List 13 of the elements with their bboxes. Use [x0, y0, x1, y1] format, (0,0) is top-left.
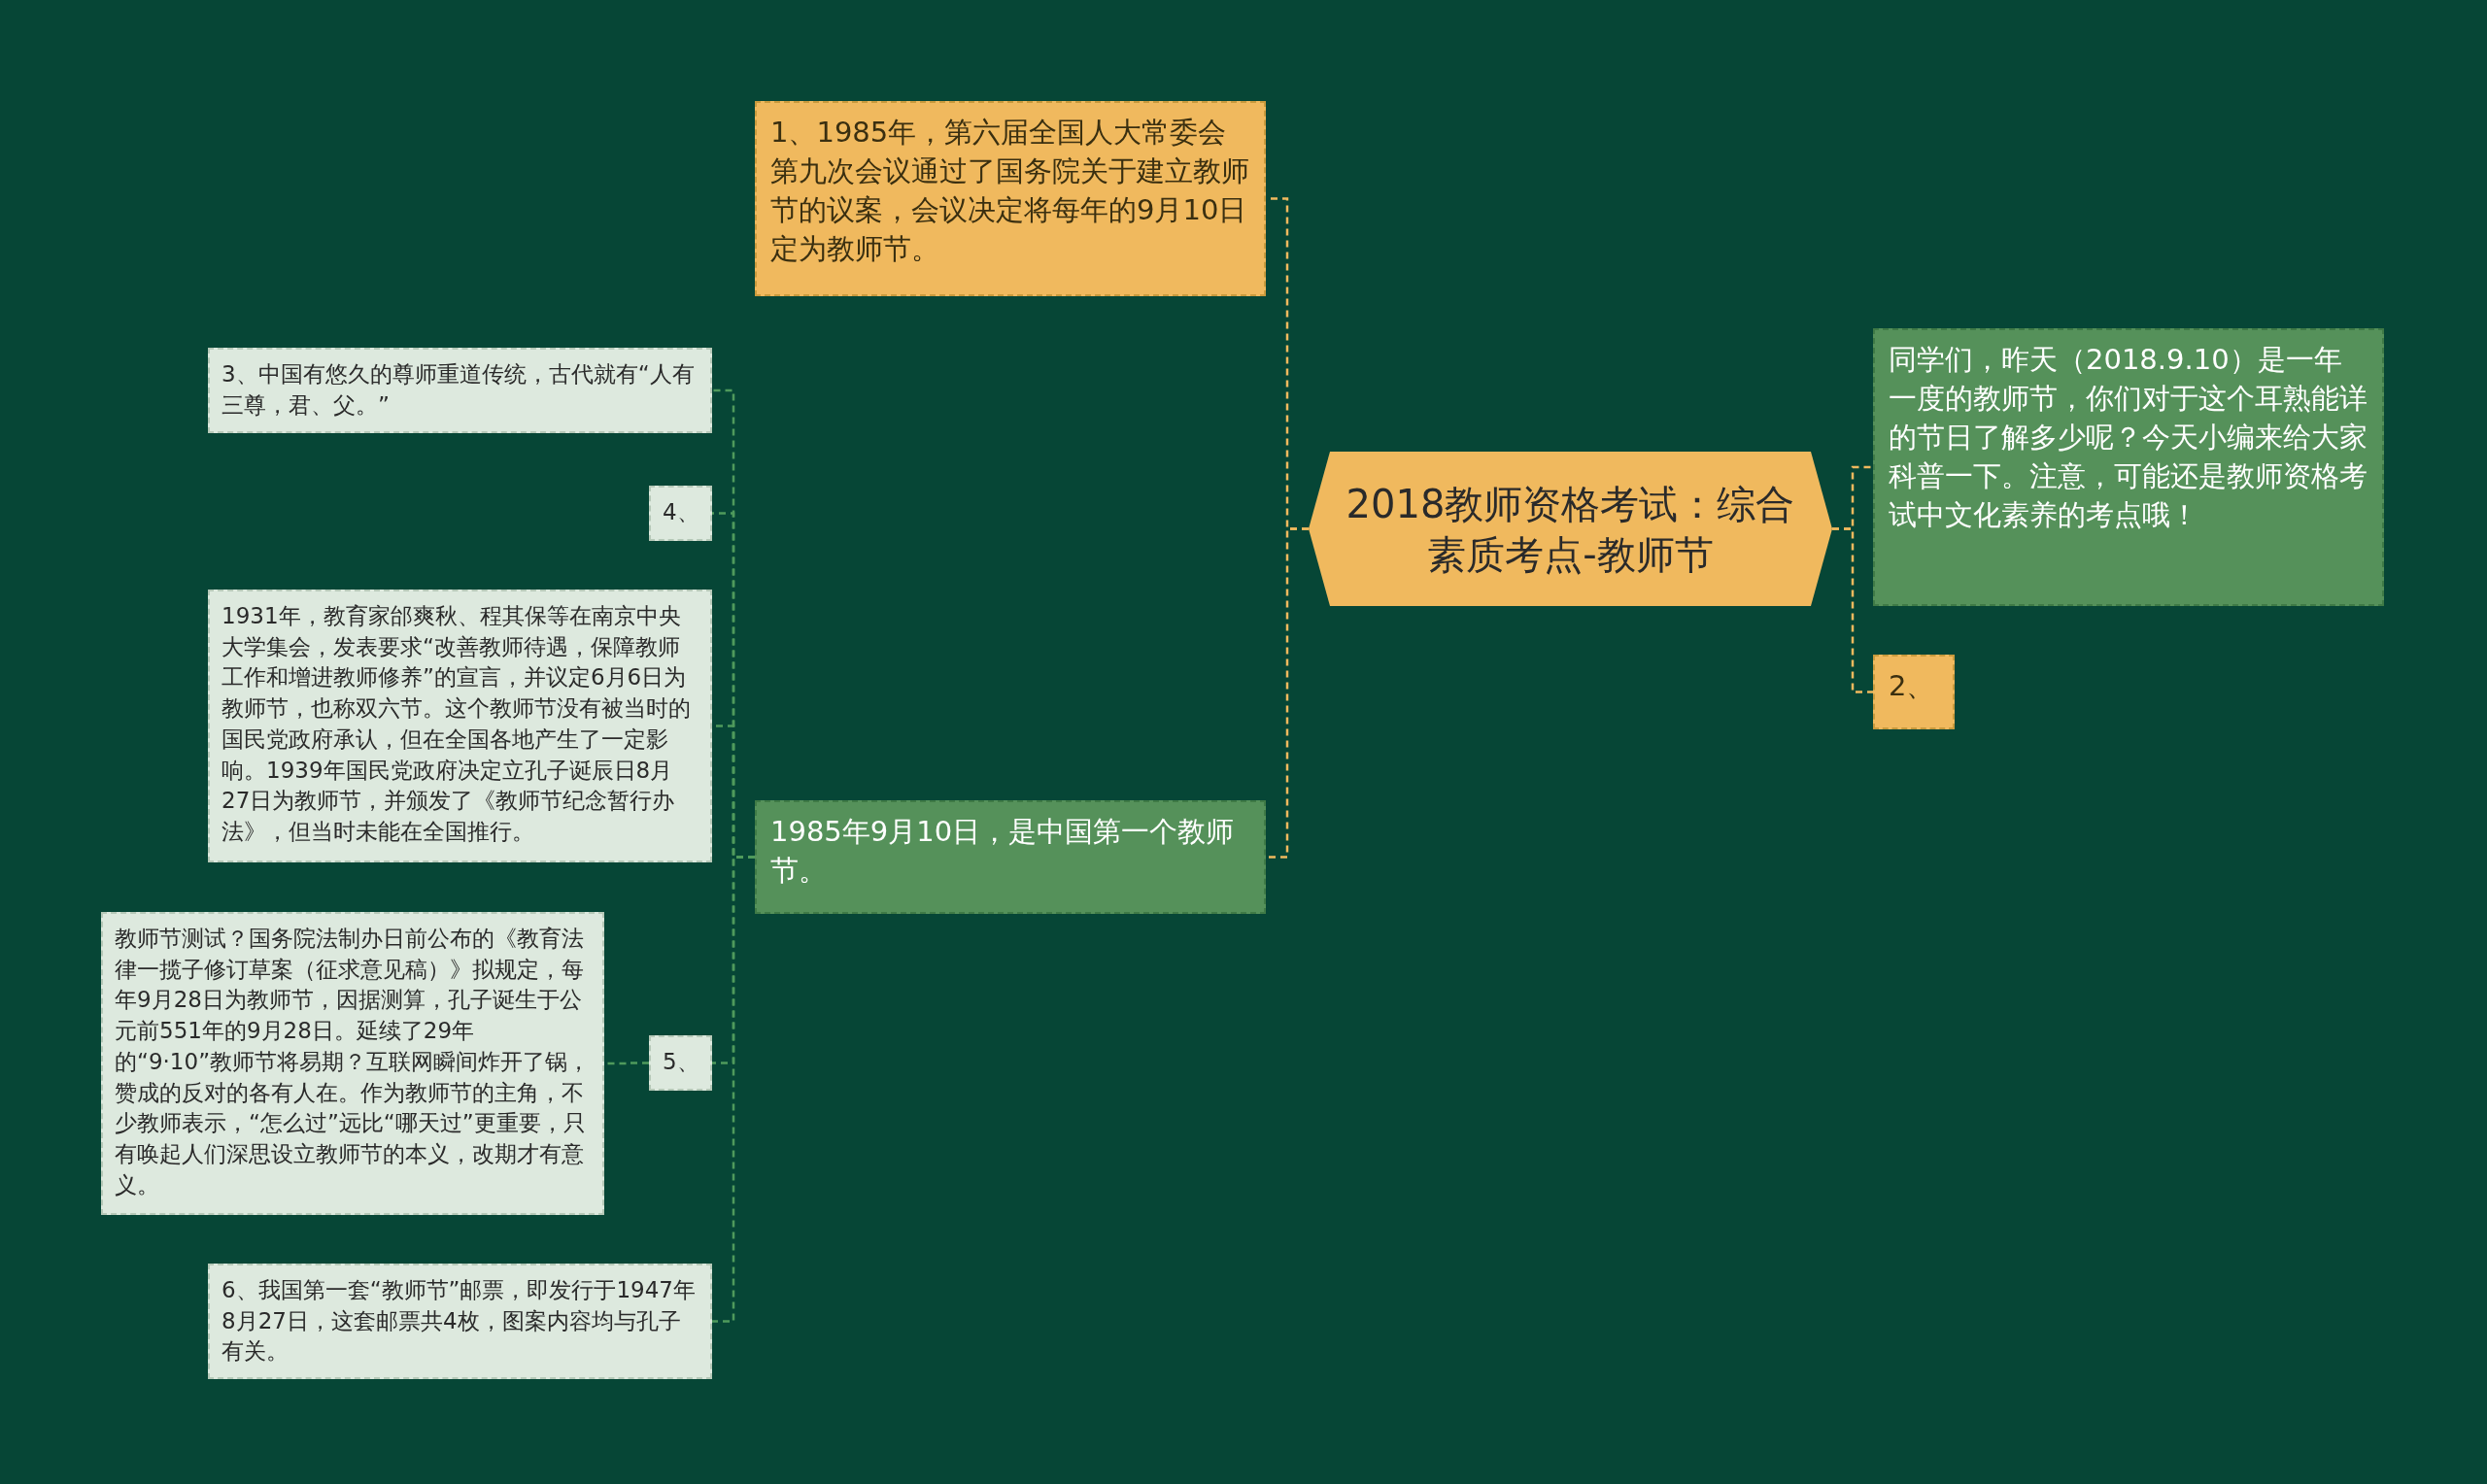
- text-box: 同学们，昨天（2018.9.10）是一年一度的教师节，你们对于这个耳熟能详的节日了解多少呢？今天小编来给大家科普一下。注意，可能还是教师资格考试中文化素养的考点哦！: [1873, 328, 2384, 606]
- text-box: 教师节测试？国务院法制办日前公布的《教育法律一揽子修订草案（征求意见稿）》拟规定，每年9月28日为教师节，因据测算，孔子诞生于公元前551年的9月28日。延续了29年的“9·10”教师节将易期？互联网瞬间炸开了锅，赞成的反对的各有人在。作为教师节的主角，不少教师表示，“怎么过”远比“哪天过”更重要，只有唤起人们深思设立教师节的本义，改期才有意义。: [101, 912, 604, 1215]
- text-box: 6、我国第一套“教师节”邮票，即发行于1947年8月27日，这套邮票共4枚，图案内容均与孔子有关。: [208, 1264, 712, 1379]
- text-box: 1985年9月10日，是中国第一个教师节。: [755, 800, 1266, 914]
- connector-line: [1266, 527, 1309, 859]
- connector-line: [1832, 527, 1873, 693]
- text-box: 5、: [649, 1035, 712, 1091]
- text-box: 3、中国有悠久的尊师重道传统，古代就有“人有三尊，君、父。”: [208, 348, 712, 433]
- topic-hexagon: 2018教师资格考试：综合素质考点-教师节: [1309, 452, 1832, 606]
- text-box: 1、1985年，第六届全国人大常委会第九次会议通过了国务院关于建立教师节的议案，会议决定将每年的9月10日定为教师节。: [755, 101, 1266, 296]
- text-box: 4、: [649, 486, 712, 541]
- text-box: 2、: [1873, 655, 1955, 729]
- text-box: 1931年，教育家邰爽秋、程其保等在南京中央大学集会，发表要求“改善教师待遇，保障教师工作和增进教师修养”的宣言，并议定6月6日为教师节，也称双六节。这个教师节没有被当时的国民党政府承认，但在全国各地产生了一定影响。1939年国民党政府决定立孔子诞辰日8月27日为教师节，并颁发了《教师节纪念暂行办法》，但当时未能在全国推行。: [208, 590, 712, 862]
